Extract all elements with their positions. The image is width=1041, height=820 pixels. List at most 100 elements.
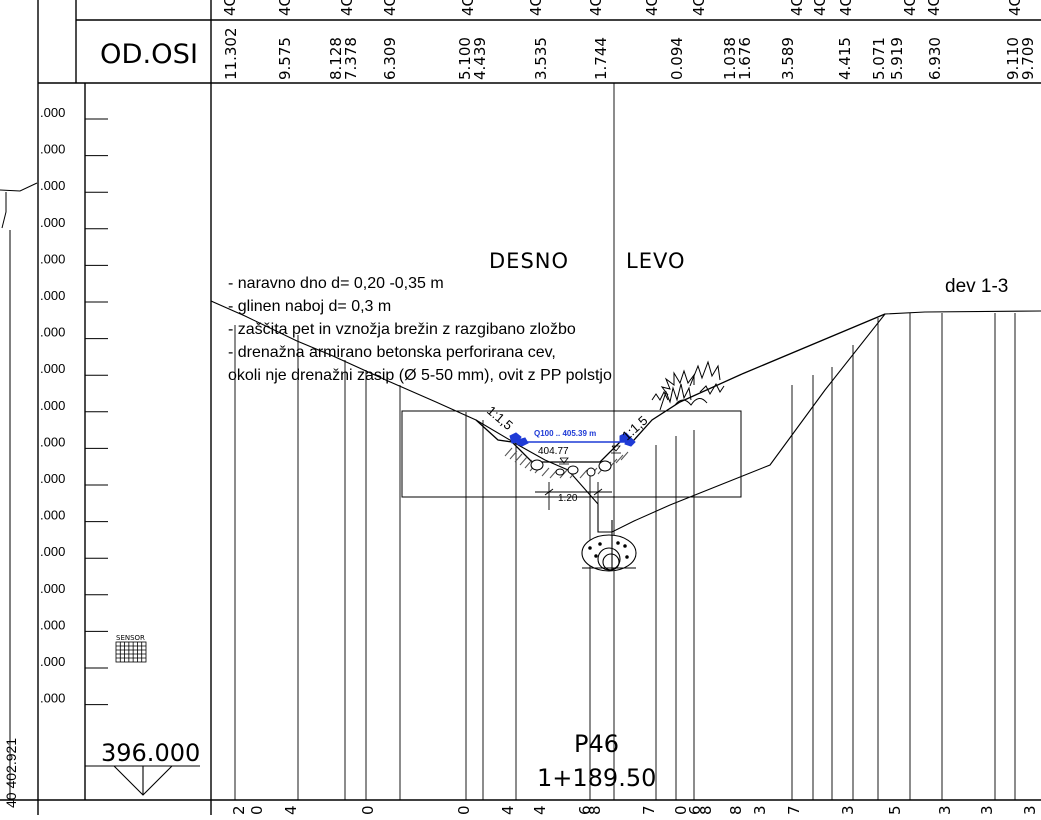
bottom-row-value: 3	[839, 805, 857, 815]
scale-label: .000	[40, 471, 65, 486]
distance-value: 9.709	[1019, 37, 1037, 80]
distance-value: 9.110	[1004, 37, 1022, 80]
top-row-value: 4C	[338, 0, 356, 16]
top-row-value: 4C	[276, 0, 294, 16]
distance-value: 7.378	[342, 37, 360, 80]
distance-value: 11.302	[222, 28, 240, 81]
sensor-icon	[115, 641, 147, 663]
bottom-row-value: 8	[727, 805, 745, 815]
profile-station: 1+189.50	[537, 764, 656, 792]
top-row-value: 4C	[1006, 0, 1024, 16]
bottom-row-value: 6	[686, 805, 704, 815]
vegetation-symbol	[651, 360, 725, 411]
distance-value: 4.415	[836, 37, 854, 80]
water-level-symbol	[559, 445, 621, 465]
water-level-label: 404.77	[538, 446, 569, 457]
bottom-row-value: 3	[1021, 805, 1039, 815]
channel-design	[401, 313, 886, 498]
note-5: okoli nje drenažni zasip (Ø 5-50 mm), ov…	[228, 367, 612, 384]
bottom-row-value: 5	[886, 805, 904, 815]
bottom-row-value: 8	[586, 805, 604, 815]
bottom-row-value: 2	[230, 805, 248, 815]
bottom-row-value: 8	[697, 805, 715, 815]
bottom-row-value: 0	[248, 805, 266, 815]
note-1: - naravno dno d= 0,20 -0,35 m	[228, 275, 444, 292]
scale-label: .000	[40, 544, 65, 559]
row-label-od-osi: OD.OSI	[100, 39, 198, 70]
scale-label: .000	[40, 508, 65, 523]
top-row-value: 4C	[837, 0, 855, 16]
datum-marker	[85, 765, 200, 796]
scale-label: .000	[40, 434, 65, 449]
distance-value: 8.128	[327, 37, 345, 80]
bottom-row-value: 3	[936, 805, 954, 815]
bottom-row-value: 7	[785, 805, 803, 815]
bed-rocks	[530, 459, 612, 477]
distance-value: 3.535	[532, 37, 550, 80]
scale-label: .000	[40, 325, 65, 340]
note-3: - zaščita pet in vznožja brežin z razgib…	[228, 321, 576, 338]
note-4: - drenažna armirano betonska perforirana…	[228, 344, 556, 361]
note-2: - glinen naboj d= 0,3 m	[228, 298, 391, 315]
distance-value: 1.676	[736, 37, 754, 80]
distance-value: 6.309	[381, 37, 399, 80]
top-row-value: 4C	[901, 0, 919, 16]
distance-value: 0.094	[668, 37, 686, 80]
side-label-desno: DESNO	[489, 249, 569, 273]
bottom-row-value: 4	[531, 805, 549, 815]
top-row-value: 4C	[690, 0, 708, 16]
scale-label: .000	[40, 142, 65, 157]
profile-name: P46	[574, 730, 619, 758]
top-row-value: 4C	[587, 0, 605, 16]
scale-label: .000	[40, 288, 65, 303]
terrain-line	[210, 300, 1041, 533]
scale-label: .000	[40, 617, 65, 632]
stone-protection	[509, 432, 636, 447]
bottom-row-value: 6	[576, 805, 594, 815]
top-row-value: 4C	[381, 0, 399, 16]
drainage-pipe	[581, 520, 637, 572]
distance-value: 1.038	[721, 37, 739, 80]
bottom-row-value: 7	[640, 805, 658, 815]
distance-value: 5.919	[888, 37, 906, 80]
left-neighbor-terrain	[0, 182, 38, 192]
bottom-row-value: 0	[455, 805, 473, 815]
datum-label: 396.000	[101, 739, 200, 767]
top-row-value: 4C	[925, 0, 943, 16]
top-row-value: 4C	[811, 0, 829, 16]
scale-label: .000	[40, 654, 65, 669]
top-row-value: 4C	[643, 0, 661, 16]
distance-value: 3.589	[779, 37, 797, 80]
bottom-row-value: 0	[672, 805, 690, 815]
sensor-label: SENSOR	[116, 634, 145, 642]
distance-value: 5.100	[456, 37, 474, 80]
top-row-value: 4C	[221, 0, 239, 16]
scale-label: .000	[40, 691, 65, 706]
bottom-row-value: 4	[499, 805, 517, 815]
distance-value: 9.575	[276, 37, 294, 80]
distance-value: 5.071	[870, 37, 888, 80]
scale-label: .000	[40, 398, 65, 413]
bottom-row-value: 3	[978, 805, 996, 815]
scale-label: .000	[40, 215, 65, 230]
slope-label-left: 1:1,5	[484, 403, 516, 433]
scale-label: .000	[40, 581, 65, 596]
scale-label: .000	[40, 178, 65, 193]
top-row-value: 4C	[459, 0, 477, 16]
bottom-row-value: 0	[359, 805, 377, 815]
deviation-label: dev 1-3	[945, 276, 1008, 297]
distance-value: 6.930	[926, 37, 944, 80]
scale-label: .000	[40, 361, 65, 376]
width-dimension	[535, 482, 612, 510]
side-label-levo: LEVO	[626, 249, 686, 273]
bottom-width-label: 1.20	[558, 493, 578, 504]
scale-label: .000	[40, 105, 65, 120]
top-row-value: 4C	[788, 0, 806, 16]
distance-value: 1.744	[592, 37, 610, 80]
scale-label: .000	[40, 251, 65, 266]
flow-label: Q100 .. 405.39 m	[534, 429, 596, 438]
